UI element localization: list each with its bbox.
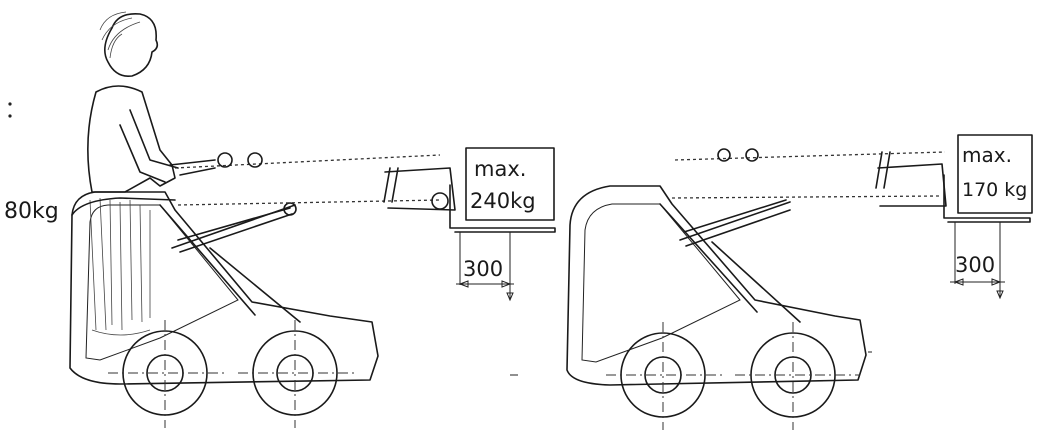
left-distance-label: 300	[463, 257, 503, 281]
right-lift-cylinder	[683, 199, 791, 247]
left-boom-head	[431, 192, 449, 210]
left-boom-slot	[383, 167, 399, 203]
left-load-weight-label: 240kg	[470, 189, 536, 213]
left-frame-edge	[159, 204, 256, 316]
operator-torso	[87, 85, 176, 193]
right-boom-slot	[875, 151, 891, 189]
left-load-box	[465, 147, 555, 221]
operator-arm	[119, 109, 179, 183]
margin-dot-2	[8, 114, 12, 118]
right-chassis	[566, 185, 867, 386]
operator-hair	[99, 11, 141, 59]
left-boom-top	[174, 154, 441, 169]
right-machine: max. 170 kg 300	[566, 134, 1033, 430]
left-load-fork	[449, 184, 556, 233]
left-guard-rail	[71, 197, 176, 216]
left-dimension: 300	[456, 232, 514, 302]
left-chassis	[69, 191, 379, 385]
right-rear-wheel	[606, 322, 722, 430]
right-dimension: 300	[950, 222, 1005, 300]
left-load-max-label: max.	[474, 157, 526, 181]
right-distance-label: 300	[955, 253, 995, 277]
margin-dot-1	[8, 102, 12, 106]
left-boom-bottom	[177, 199, 441, 206]
right-front-wheel	[735, 322, 860, 430]
left-boom-joint-1	[217, 152, 233, 168]
right-load-weight-label: 170 kg	[962, 179, 1027, 201]
right-load-box	[957, 134, 1033, 214]
left-chassis-inner	[85, 204, 239, 361]
left-boom-hand	[169, 159, 216, 176]
operator-figure	[87, 11, 179, 336]
right-boom-bottom	[671, 195, 941, 199]
operator-legs	[89, 197, 151, 336]
right-frame-edge	[659, 203, 758, 313]
left-machine: max. 240kg 300 80kg	[4, 11, 556, 428]
left-boom-joint-2	[247, 152, 263, 168]
right-boom-joint-2	[745, 148, 759, 162]
right-support-strut	[711, 241, 801, 323]
left-pivot-1	[283, 202, 297, 216]
operator-head	[104, 12, 159, 78]
right-boom-joint-1	[717, 148, 731, 162]
right-lift-link	[679, 201, 791, 241]
left-front-wheel	[238, 320, 355, 428]
right-boom-end	[877, 163, 947, 207]
operator-weight-label: 80kg	[4, 199, 59, 224]
left-rear-wheel	[108, 320, 225, 428]
left-lift-cylinder	[177, 207, 293, 253]
right-boom-top	[674, 151, 946, 161]
right-load-fork	[943, 174, 1031, 223]
left-boom-end	[384, 167, 456, 211]
right-load-max-label: max.	[962, 143, 1012, 167]
left-support-strut	[209, 247, 301, 323]
right-chassis-inner	[581, 203, 741, 363]
